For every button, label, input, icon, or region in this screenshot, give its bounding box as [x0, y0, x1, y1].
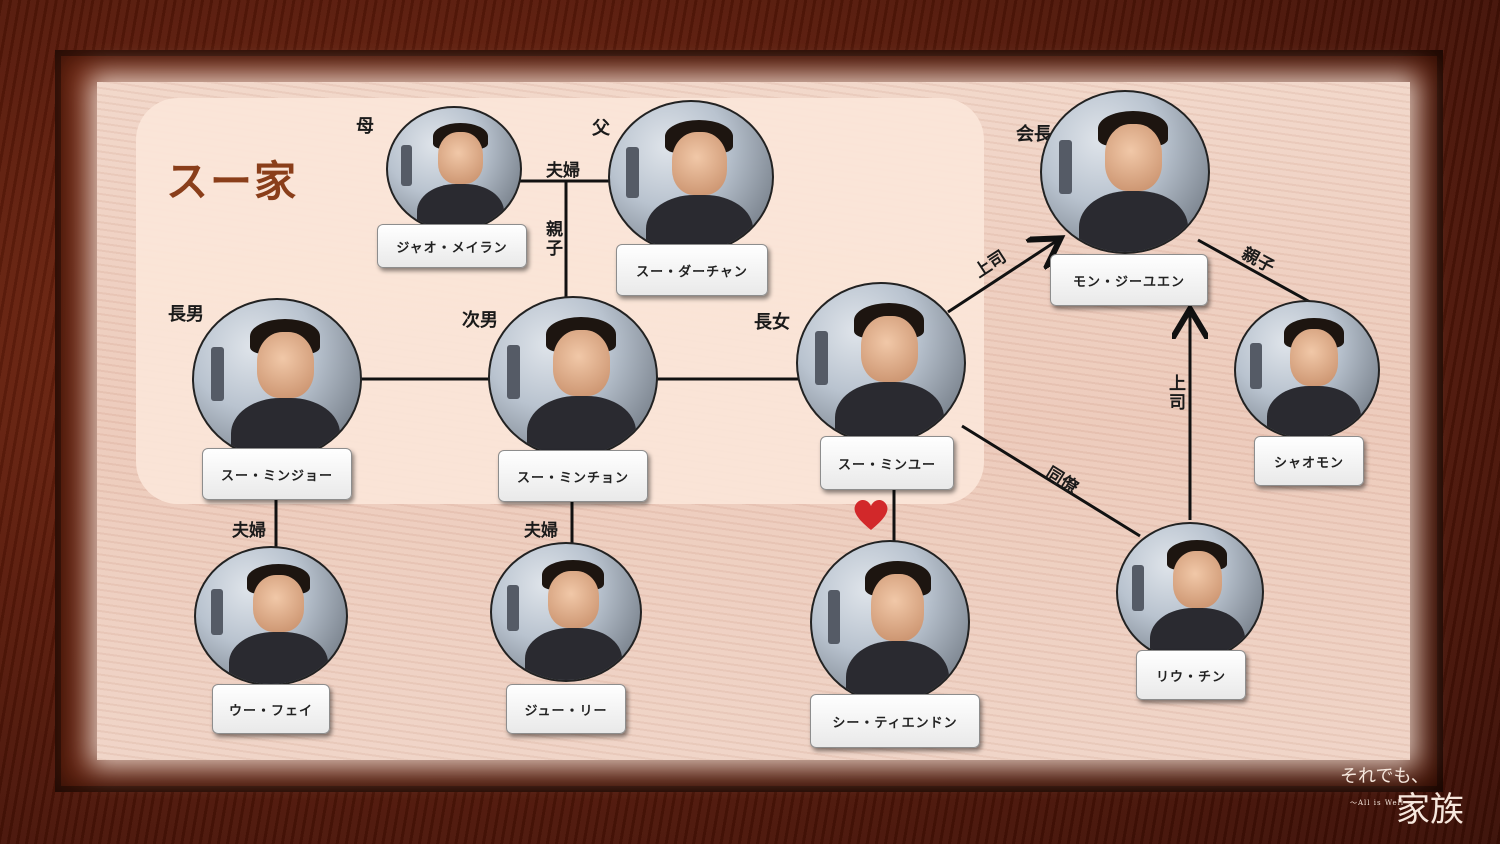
- zhu-li-portrait: [490, 542, 642, 682]
- shi-tianden-portrait: [810, 540, 970, 704]
- mother-portrait: [386, 106, 522, 232]
- zhu-li-nameplate: ジュー・リー: [506, 684, 626, 734]
- wu-fei-nameplate: ウー・フェイ: [212, 684, 330, 734]
- liu-chin-portrait: [1116, 522, 1264, 662]
- relation-label-second-son-spouse: 夫婦: [524, 516, 558, 541]
- eldest-son-portrait: [192, 298, 362, 460]
- relation-label-boss-2: 上司: [1163, 374, 1188, 412]
- relation-label-parents-spouse: 夫婦: [546, 156, 580, 181]
- father-portrait: [608, 100, 774, 254]
- wu-fei-portrait: [194, 546, 348, 686]
- eldest-daughter-nameplate: スー・ミンユー: [820, 436, 954, 490]
- daughter-chairman-arrow: [948, 240, 1058, 312]
- role-eldest-daughter: 長女: [754, 308, 790, 334]
- role-second-son: 次男: [462, 306, 498, 332]
- role-mother: 母: [356, 112, 374, 138]
- chairman-portrait: [1040, 90, 1210, 254]
- role-father: 父: [592, 114, 610, 140]
- liu-chin-nameplate: リウ・チン: [1136, 650, 1246, 700]
- heart-icon: [852, 498, 890, 532]
- logo-line-3: ～All is Well～: [1350, 798, 1412, 808]
- xiaomon-nameplate: シャオモン: [1254, 436, 1364, 486]
- second-son-portrait: [488, 296, 658, 458]
- role-eldest-son: 長男: [168, 300, 204, 326]
- mother-nameplate: ジャオ・メイラン: [377, 224, 527, 268]
- father-nameplate: スー・ダーチャン: [616, 244, 768, 296]
- eldest-daughter-portrait: [796, 282, 966, 444]
- shi-tianden-nameplate: シー・ティエンドン: [810, 694, 980, 748]
- xiaomon-portrait: [1234, 300, 1380, 440]
- chairman-nameplate: モン・ジーユエン: [1050, 254, 1208, 306]
- second-son-nameplate: スー・ミンチョン: [498, 450, 648, 502]
- eldest-son-nameplate: スー・ミンジョー: [202, 448, 352, 500]
- relation-label-parent-child: 親子: [540, 220, 565, 258]
- show-logo: それでも、 家族 ～All is Well～: [1338, 760, 1488, 838]
- relation-label-eldest-son-spouse: 夫婦: [232, 516, 266, 541]
